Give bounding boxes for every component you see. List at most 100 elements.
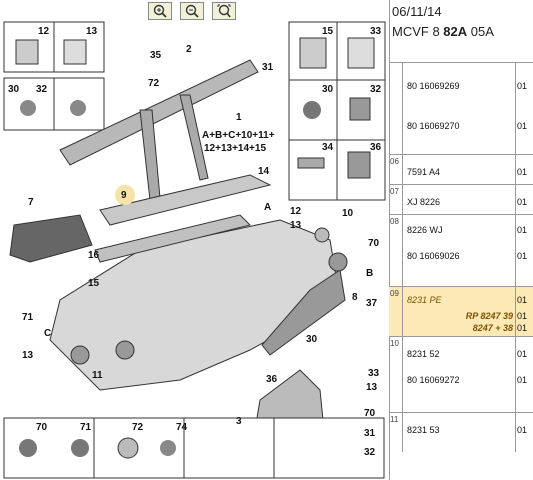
svg-text:7: 7 — [28, 197, 34, 208]
dashboard-exploded-diagram: 12 13 30 32 35 2 31 72 1 A+B+C+10+11+ 12… — [3, 21, 386, 479]
svg-text:13: 13 — [290, 220, 302, 231]
svg-text:16: 16 — [88, 250, 100, 261]
svg-text:32: 32 — [364, 447, 376, 458]
row-number — [389, 63, 403, 154]
part-quantity: 01 — [517, 121, 528, 131]
row-number: 10 — [389, 337, 403, 412]
svg-text:70: 70 — [364, 408, 376, 419]
part-reference: RP 8247 39 — [465, 311, 513, 321]
svg-text:32: 32 — [370, 84, 382, 95]
svg-text:15: 15 — [322, 26, 334, 37]
svg-text:30: 30 — [322, 84, 334, 95]
parts-row-06[interactable]: 06 7591 A4 01 — [389, 154, 533, 184]
svg-text:12+13+14+15: 12+13+14+15 — [204, 143, 266, 154]
svg-text:10: 10 — [342, 208, 354, 219]
svg-text:33: 33 — [368, 368, 380, 379]
svg-text:1: 1 — [236, 112, 242, 123]
svg-text:13: 13 — [22, 350, 34, 361]
svg-text:A+B+C+10+11+: A+B+C+10+11+ — [202, 130, 275, 141]
part-reference: 8247 + 38 — [472, 323, 513, 333]
part-quantity: 01 — [517, 251, 528, 261]
svg-text:71: 71 — [22, 312, 34, 323]
svg-text:2: 2 — [186, 44, 192, 55]
part-reference: 8231 52 — [407, 349, 440, 359]
parts-row-07[interactable]: 07 XJ 8226 01 — [389, 184, 533, 214]
svg-text:13: 13 — [86, 26, 98, 37]
svg-text:12: 12 — [38, 26, 50, 37]
svg-text:30: 30 — [306, 334, 318, 345]
qty-column — [515, 185, 533, 214]
part-quantity: 01 — [517, 349, 528, 359]
svg-text:B: B — [366, 268, 373, 279]
part-reference: 7591 A4 — [407, 167, 441, 177]
svg-text:31: 31 — [262, 62, 274, 73]
vehicle-model-code: MCVF 8 82A 05A — [392, 24, 494, 39]
svg-text:36: 36 — [370, 142, 382, 153]
crossbar — [59, 59, 259, 166]
part-quantity: 01 — [517, 167, 528, 177]
part-reference: 80 16069269 — [407, 81, 460, 91]
diagram-panel: 12 13 30 32 35 2 31 72 1 A+B+C+10+11+ 12… — [3, 2, 386, 479]
part-quantity: 01 — [517, 197, 528, 207]
qty-column — [515, 413, 533, 452]
zoom-in-icon — [153, 4, 167, 18]
qty-column — [515, 63, 533, 154]
svg-text:70: 70 — [36, 422, 48, 433]
row-number: 09 — [389, 287, 403, 336]
svg-text:A: A — [264, 202, 271, 213]
part-quantity: 01 — [517, 295, 528, 305]
svg-text:3: 3 — [236, 416, 242, 427]
part-reference: 8226 WJ — [407, 225, 443, 235]
part-quantity: 01 — [517, 311, 528, 321]
qty-column — [515, 337, 533, 412]
svg-text:11: 11 — [92, 370, 103, 381]
svg-text:72: 72 — [148, 78, 160, 89]
svg-text:32: 32 — [36, 84, 48, 95]
svg-text:30: 30 — [8, 84, 20, 95]
qty-column — [515, 215, 533, 286]
row-number: 08 — [389, 215, 403, 286]
zoom-fit-button[interactable] — [212, 2, 236, 20]
row-number: 06 — [389, 155, 403, 184]
parts-row-10[interactable]: 10 8231 52 01 80 16069272 01 — [389, 336, 533, 412]
svg-text:15: 15 — [88, 278, 100, 289]
svg-text:70: 70 — [368, 238, 380, 249]
svg-text:37: 37 — [366, 298, 378, 309]
zoom-fit-icon — [217, 4, 231, 18]
zoom-in-button[interactable] — [148, 2, 172, 20]
part-reference: 8231 PE — [407, 295, 442, 305]
svg-text:35: 35 — [150, 50, 162, 61]
svg-text:31: 31 — [364, 428, 376, 439]
svg-text:14: 14 — [258, 166, 270, 177]
parts-panel — [389, 0, 533, 480]
svg-text:33: 33 — [370, 26, 382, 37]
part-reference: 8231 53 — [407, 425, 440, 435]
part-quantity: 01 — [517, 323, 528, 333]
svg-text:71: 71 — [80, 422, 92, 433]
zoom-toolbar — [148, 2, 236, 20]
bracket-7 — [9, 214, 93, 263]
svg-text:74: 74 — [176, 422, 188, 433]
zoom-out-icon — [185, 4, 199, 18]
parts-row-09[interactable]: 09 8231 PE 01 RP 8247 39 01 8247 + 38 01 — [389, 286, 533, 336]
part-reference: 80 16069272 — [407, 375, 460, 385]
part-reference: XJ 8226 — [407, 197, 441, 207]
svg-text:13: 13 — [366, 382, 378, 393]
zoom-out-button[interactable] — [180, 2, 204, 20]
svg-text:12: 12 — [290, 206, 302, 217]
part-quantity: 01 — [517, 425, 528, 435]
svg-text:72: 72 — [132, 422, 144, 433]
qty-column — [515, 287, 533, 336]
svg-text:9: 9 — [121, 190, 127, 201]
svg-text:36: 36 — [266, 374, 278, 385]
part-reference: 80 16069026 — [407, 251, 460, 261]
part-quantity: 01 — [517, 375, 528, 385]
row-number: 07 — [389, 185, 403, 214]
part-quantity: 01 — [517, 81, 528, 91]
svg-text:8: 8 — [352, 292, 358, 303]
svg-text:34: 34 — [322, 142, 334, 153]
